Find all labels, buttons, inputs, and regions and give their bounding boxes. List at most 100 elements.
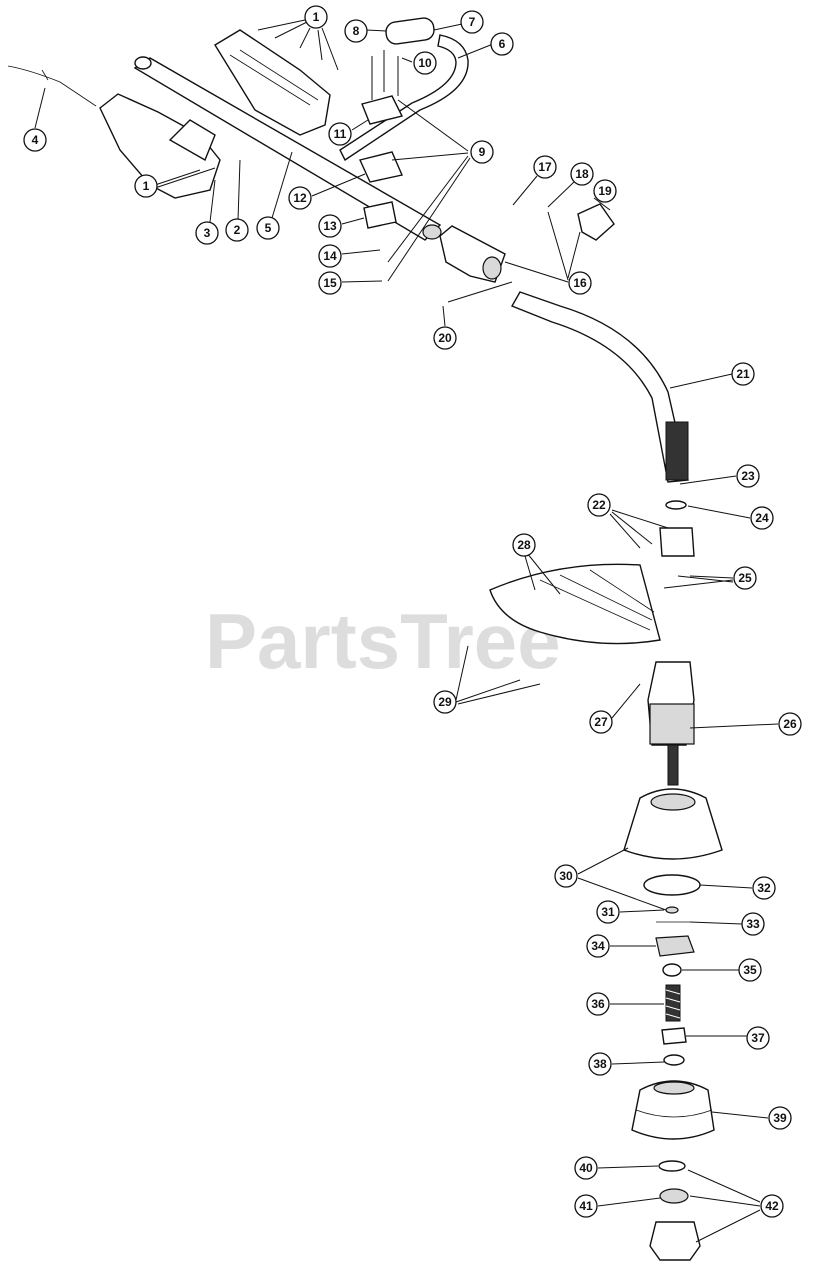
svg-text:12: 12 [293,191,307,205]
handle-grip [385,17,435,45]
callout-17[interactable]: 17 [533,155,557,179]
svg-text:25: 25 [738,571,752,585]
svg-text:10: 10 [418,56,432,70]
svg-text:41: 41 [579,1199,593,1213]
callout-34[interactable]: 34 [586,934,610,958]
callout-7[interactable]: 7 [460,10,484,34]
debris-guard [489,563,661,645]
svg-text:20: 20 [438,331,452,345]
svg-text:14: 14 [323,249,337,263]
callout-32[interactable]: 32 [752,876,776,900]
callout-14[interactable]: 14 [318,244,342,268]
line-spool [631,1080,715,1140]
callout-18[interactable]: 18 [570,162,594,186]
callout-27[interactable]: 27 [589,710,613,734]
callout-12[interactable]: 12 [288,186,312,210]
watermark-text: PartsTree [205,597,561,685]
callout-29[interactable]: 29 [433,690,457,714]
svg-text:21: 21 [736,367,750,381]
callout-24[interactable]: 24 [750,506,774,530]
svg-text:36: 36 [591,997,605,1011]
svg-text:28: 28 [517,538,531,552]
svg-text:6: 6 [499,37,506,51]
callout-10[interactable]: 10 [413,51,437,75]
svg-text:37: 37 [751,1031,765,1045]
callout-1[interactable]: 1 [134,174,158,198]
svg-text:38: 38 [593,1057,607,1071]
callout-40[interactable]: 40 [574,1156,598,1180]
callouts: 1 1 2 3 4 5 6 7 8 9 10 11 12 13 14 15 16… [23,5,802,1218]
svg-text:8: 8 [353,24,360,38]
svg-text:31: 31 [601,905,615,919]
callout-25[interactable]: 25 [733,566,757,590]
svg-text:17: 17 [538,160,552,174]
svg-text:39: 39 [773,1111,787,1125]
svg-text:22: 22 [592,498,606,512]
shaft-washer [665,500,687,510]
svg-text:40: 40 [579,1161,593,1175]
guard-clamp [659,527,695,557]
callout-15[interactable]: 15 [318,271,342,295]
callout-20[interactable]: 20 [433,326,457,350]
svg-text:33: 33 [746,917,760,931]
callout-11[interactable]: 11 [328,122,352,146]
svg-text:34: 34 [591,939,605,953]
callout-19[interactable]: 19 [593,179,617,203]
callout-26[interactable]: 26 [778,712,802,736]
svg-text:1: 1 [313,10,320,24]
ratchet [655,935,695,957]
callout-30[interactable]: 30 [554,864,578,888]
svg-text:26: 26 [783,717,797,731]
callout-21[interactable]: 21 [731,362,755,386]
callout-31[interactable]: 31 [596,900,620,924]
svg-text:18: 18 [575,167,589,181]
callout-16[interactable]: 16 [568,271,592,295]
svg-text:29: 29 [438,695,452,709]
spring [665,984,681,1022]
svg-text:7: 7 [469,15,476,29]
callout-9[interactable]: 9 [470,140,494,164]
callout-1[interactable]: 1 [304,5,328,29]
callout-22[interactable]: 22 [587,493,611,517]
callout-39[interactable]: 39 [768,1106,792,1130]
bump-knob [649,1221,701,1261]
throttle-housing-right [214,29,331,136]
callout-28[interactable]: 28 [512,533,536,557]
svg-text:2: 2 [234,223,241,237]
svg-text:13: 13 [323,219,337,233]
callout-3[interactable]: 3 [195,221,219,245]
callout-42[interactable]: 42 [760,1194,784,1218]
svg-text:24: 24 [755,511,769,525]
callout-36[interactable]: 36 [586,992,610,1016]
throttle-trigger [168,119,216,162]
handle-clamp-upper [361,95,404,125]
callout-2[interactable]: 2 [225,218,249,242]
svg-text:27: 27 [594,715,608,729]
svg-text:30: 30 [559,869,573,883]
callout-41[interactable]: 41 [574,1194,598,1218]
svg-text:16: 16 [573,276,587,290]
svg-text:35: 35 [743,963,757,977]
svg-text:42: 42 [765,1199,779,1213]
svg-text:9: 9 [479,145,486,159]
callout-23[interactable]: 23 [736,464,760,488]
svg-text:3: 3 [204,226,211,240]
svg-text:32: 32 [757,881,771,895]
callout-8[interactable]: 8 [344,19,368,43]
handle-clamp-lower [359,151,403,183]
callout-35[interactable]: 35 [738,958,762,982]
callout-33[interactable]: 33 [741,912,765,936]
svg-text:11: 11 [334,127,347,141]
callout-38[interactable]: 38 [588,1052,612,1076]
callout-6[interactable]: 6 [490,32,514,56]
parts-artwork [7,17,723,1261]
o-ring [643,874,701,896]
callout-4[interactable]: 4 [23,128,47,152]
trimmer-head-housing [623,788,723,860]
svg-text:4: 4 [32,133,39,147]
callout-5[interactable]: 5 [256,216,280,240]
callout-13[interactable]: 13 [318,214,342,238]
loop-handle [339,34,469,162]
callout-37[interactable]: 37 [746,1026,770,1050]
